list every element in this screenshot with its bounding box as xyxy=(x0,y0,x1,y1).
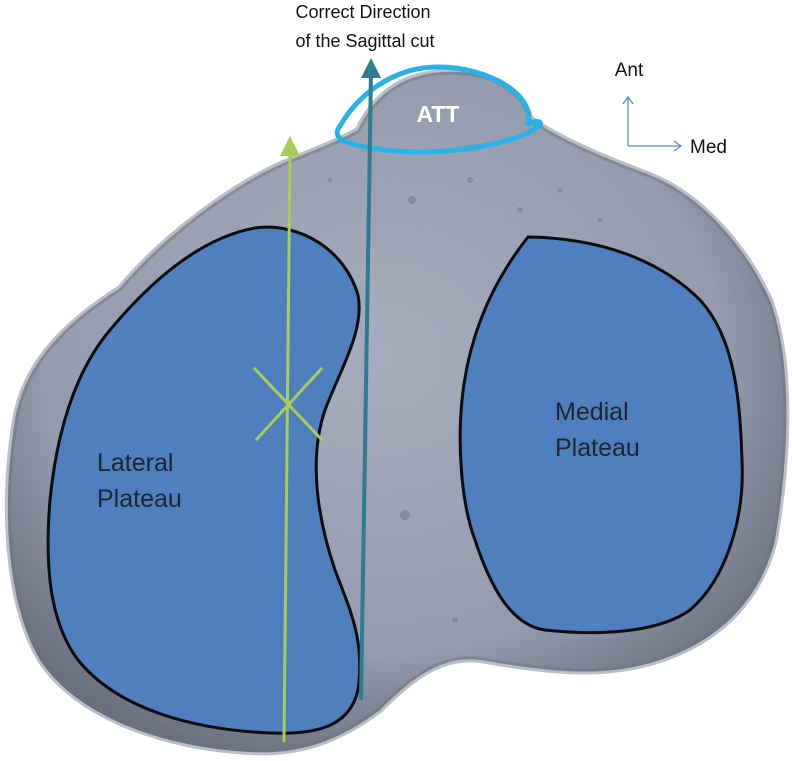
green-arrow-head xyxy=(280,136,300,156)
sagittal-direction-label-line1: Correct Direction xyxy=(295,2,430,22)
sagittal-direction-label-line2: of the Sagittal cut xyxy=(295,31,434,51)
x-mark-icon xyxy=(252,366,324,442)
att-label: ATT xyxy=(416,101,459,127)
medial-direction-label: Med xyxy=(690,137,727,158)
lateral-plateau-label-line2: Plateau xyxy=(97,485,182,513)
axes-icon xyxy=(622,95,683,152)
bone-surface-pits xyxy=(57,177,743,623)
medial-plateau-region xyxy=(458,235,744,635)
lateral-axis-line xyxy=(280,136,300,743)
medial-plateau-label-line2: Plateau xyxy=(555,434,640,462)
anterior-label: Ant xyxy=(615,60,644,81)
bone-rim-shadow xyxy=(4,68,790,756)
medial-plateau-label-line1: Medial xyxy=(555,398,629,426)
att-outline xyxy=(334,64,544,155)
lateral-plateau-label-line1: Lateral xyxy=(97,449,173,477)
lateral-plateau-region xyxy=(46,225,362,735)
arrow-up-icon xyxy=(359,58,381,701)
